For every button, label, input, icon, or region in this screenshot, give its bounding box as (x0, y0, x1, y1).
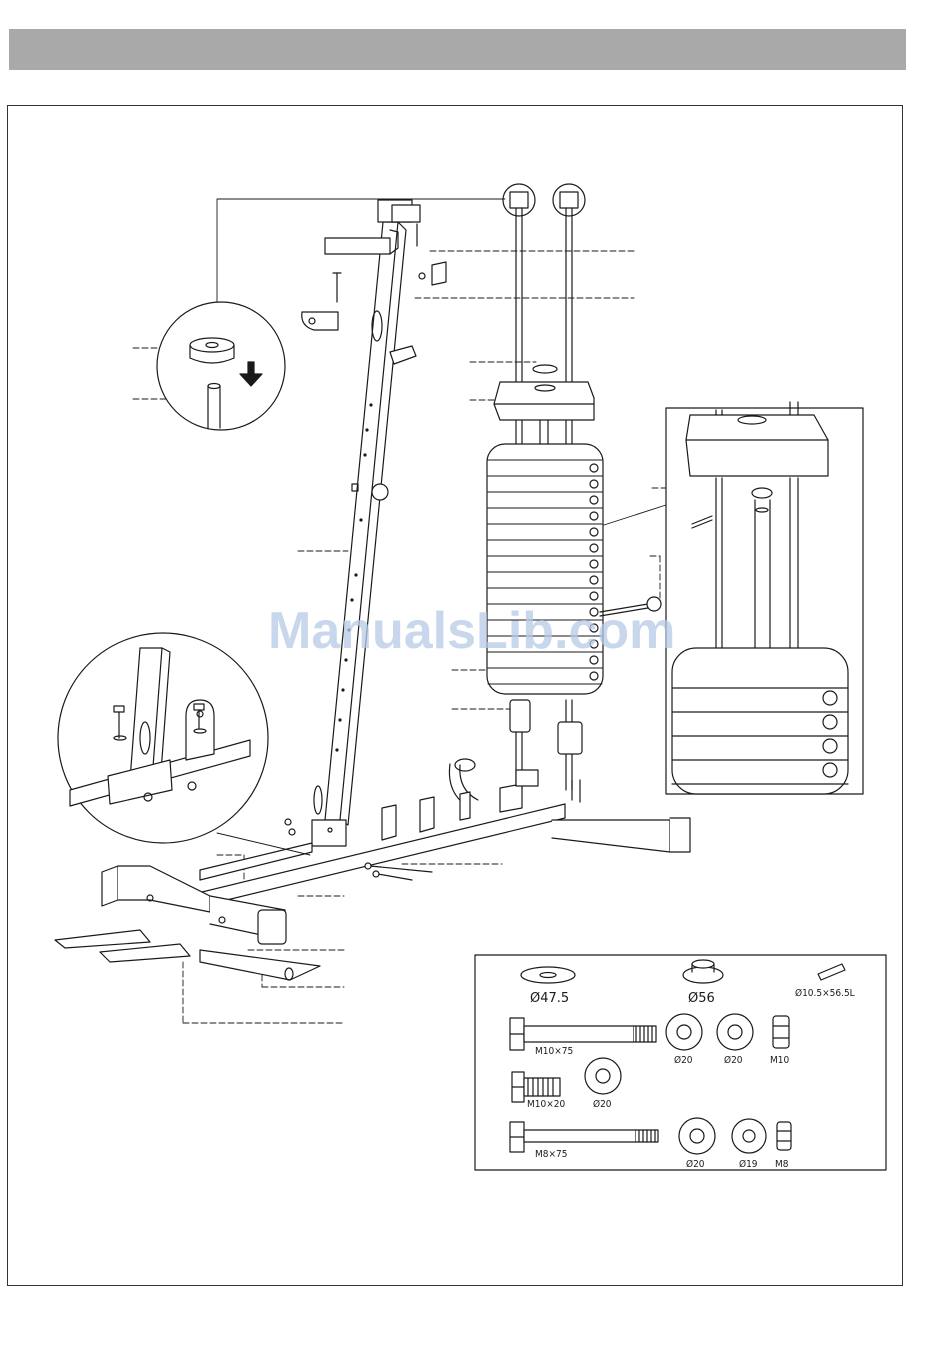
hardware-label-bolt-m8x75: M8×75 (535, 1149, 567, 1160)
hardware-label-washer-20d: Ø20 (686, 1158, 705, 1170)
hardware-label-washer-47: Ø47.5 (530, 991, 569, 1006)
hardware-box: Ø47.5 Ø56 Ø10.5×56.5L M10×75 Ø20 Ø20 (475, 955, 886, 1170)
hardware-label-washer-20c: Ø20 (593, 1098, 612, 1110)
washer-47-icon (521, 967, 575, 983)
washer-20c-icon (585, 1058, 621, 1094)
hardware-label-nut-m8: M8 (775, 1159, 789, 1170)
washer-20d-icon (679, 1118, 715, 1154)
hardware-label-washer-20b: Ø20 (724, 1054, 743, 1066)
hardware-label-bolt-m10x75: M10×75 (535, 1046, 573, 1057)
watermark: ManualsLib.com (268, 602, 675, 660)
hardware-label-bushing-56: Ø56 (688, 991, 715, 1006)
hardware-label-bolt-m10x20: M10×20 (527, 1099, 565, 1110)
detail-circle-bushing (157, 302, 285, 430)
bumpers (510, 700, 582, 754)
detail-circle-base (58, 633, 310, 855)
nut-m10-icon (773, 1016, 789, 1048)
base-frame (200, 759, 690, 906)
upright-post (302, 200, 446, 846)
washer-20a-icon (666, 1014, 702, 1050)
nut-m8-icon (777, 1122, 791, 1150)
hardware-label-washer-19: Ø19 (739, 1158, 758, 1170)
detail-box-stack (604, 402, 863, 794)
hardware-label-washer-20a: Ø20 (674, 1054, 693, 1066)
top-plate (494, 365, 594, 420)
washer-19-icon (732, 1119, 766, 1153)
washer-20b-icon (717, 1014, 753, 1050)
hardware-label-pin: Ø10.5×56.5L (795, 987, 855, 999)
hardware-label-nut-m10: M10 (770, 1055, 789, 1066)
